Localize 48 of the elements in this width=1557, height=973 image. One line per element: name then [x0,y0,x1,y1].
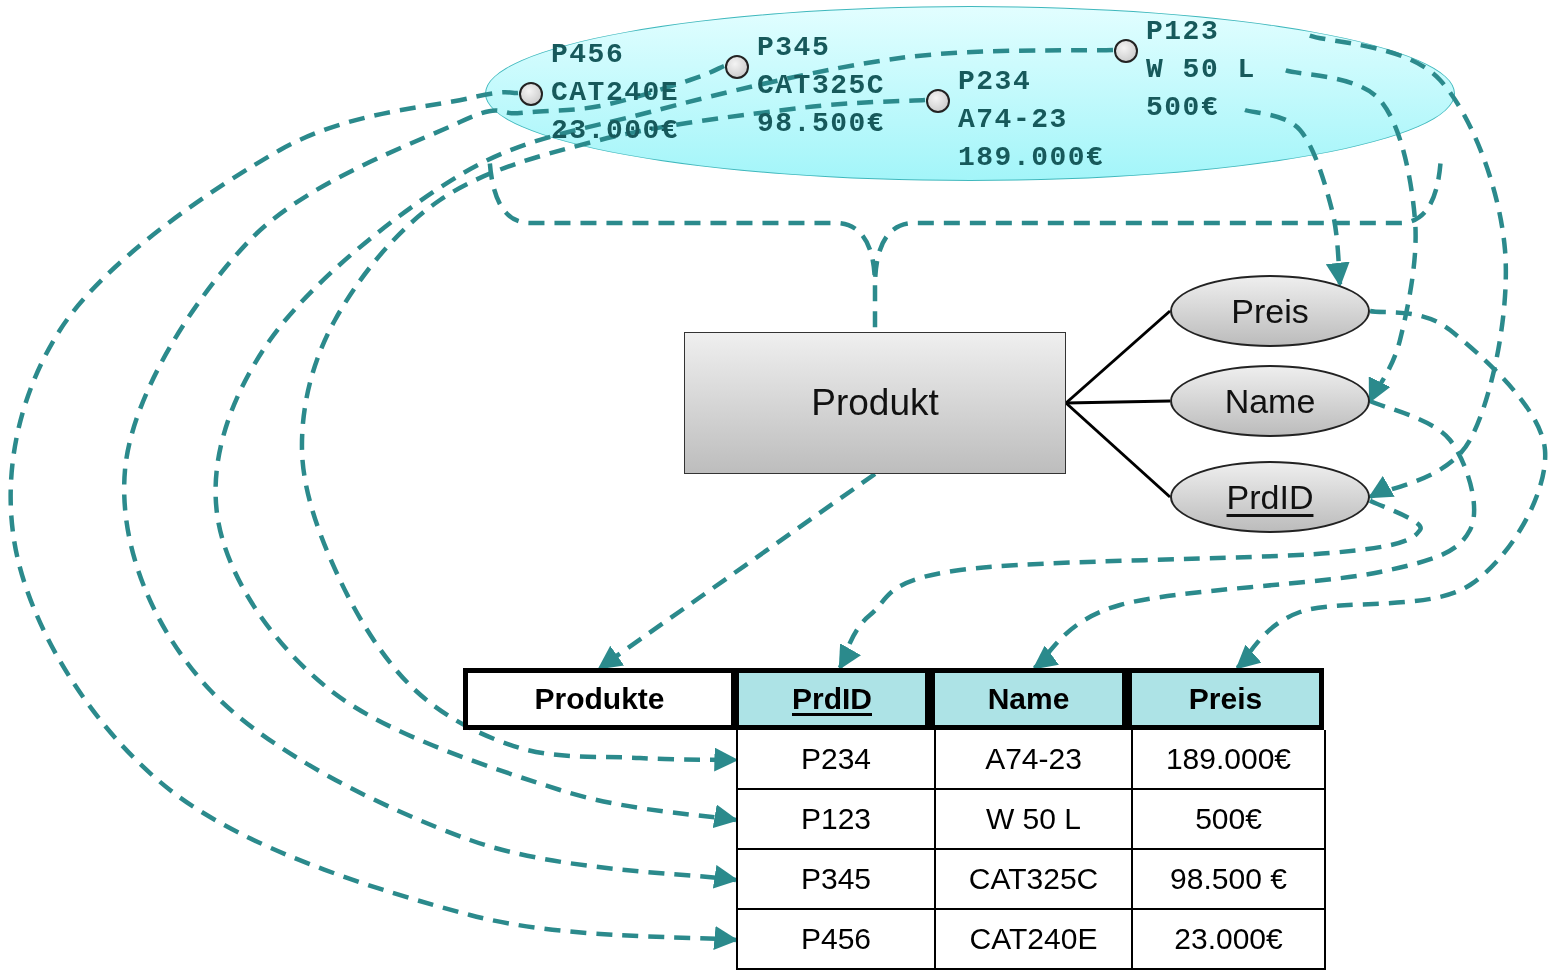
product-value: P345 [757,33,831,63]
row-value: CAT325C [934,850,1131,908]
element-point [926,89,950,113]
arrow [1235,308,1548,670]
product-value: 500€ [1146,93,1220,123]
column-header: Preis [1127,668,1324,730]
element-point [1114,39,1138,63]
attribute-name: Name [1224,381,1316,421]
table-row [736,730,1326,790]
row-value: P345 [799,861,873,897]
entity-box [684,332,1066,474]
row-value: P123 [799,801,873,837]
row-value: 500€ [1131,790,1324,848]
row-value: CAT240E [934,910,1131,968]
row-value: A74-23 [934,730,1131,788]
product-value: 98.500€ [757,109,886,139]
product-value: CAT325C [757,71,886,101]
row-value: 23.000€ [1131,910,1324,968]
table-row [736,790,1326,850]
row-value: W 50 L [934,790,1131,848]
arrow [213,47,1114,829]
product-value: W 50 L [1146,55,1256,85]
entity-name: Produkt [811,382,939,424]
table-row [736,910,1326,970]
arrow [597,472,877,670]
connector-line [1065,399,1171,405]
attribute-name: PrdID [1226,477,1314,517]
product-value: P456 [551,40,625,70]
arrow [1309,33,1509,500]
arrow [1032,398,1477,670]
connector-line [1065,401,1171,499]
arrow [1244,107,1351,287]
attribute-name: Preis [1231,291,1309,331]
product-value: P123 [1146,17,1220,47]
table-row [736,850,1326,910]
arrow [299,97,926,772]
element-point [725,55,749,79]
row-value: 98.500 € [1131,850,1324,908]
product-value: 189.000€ [958,143,1105,173]
product-value: P234 [958,67,1032,97]
table-title: Produkte [463,668,736,730]
row-value: P234 [799,741,873,777]
row-value: 189.000€ [1131,730,1324,788]
element-point [519,82,543,106]
column-header: PrdID [734,668,930,730]
row-value: P456 [799,921,873,957]
column-header: Name [930,668,1127,730]
product-value: A74-23 [958,105,1068,135]
